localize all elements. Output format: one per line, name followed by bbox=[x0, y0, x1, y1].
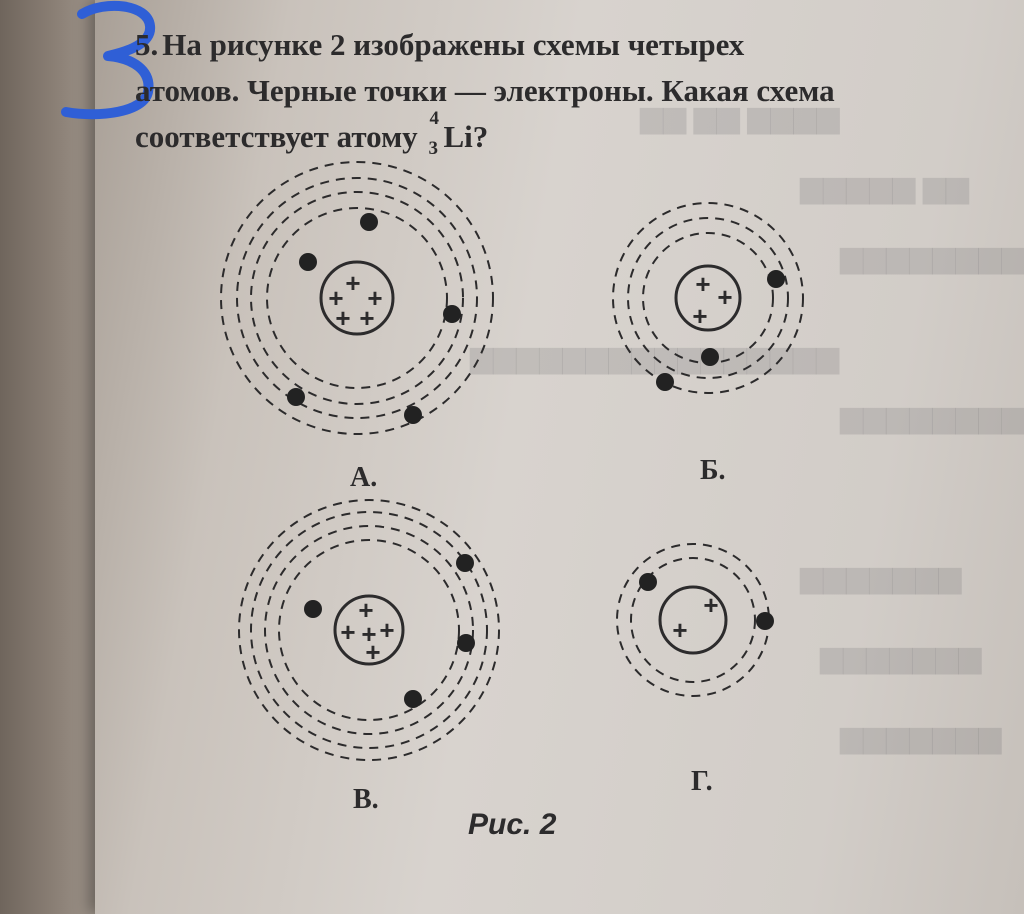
electron bbox=[767, 270, 785, 288]
scheme-a-nucleus bbox=[319, 260, 395, 336]
scheme-label-b: Б. bbox=[700, 455, 726, 486]
proton: + bbox=[692, 301, 707, 331]
scheme-label-g: Г. bbox=[691, 766, 713, 797]
proton: + bbox=[345, 268, 360, 298]
show-through-text: ▆▆▆▆▆▆▆▆ bbox=[840, 241, 1024, 274]
show-through-text: ▆▆▆▆▆▆▆ bbox=[840, 721, 1002, 754]
scheme-b-nucleus bbox=[674, 264, 742, 332]
proton: + bbox=[359, 303, 374, 333]
scheme-v-orbits bbox=[238, 499, 500, 761]
scheme-a-orbits bbox=[220, 161, 494, 435]
electron bbox=[304, 600, 322, 618]
isotope-symbol: Li bbox=[443, 119, 473, 154]
question-line-1: 5.На рисунке 2 изображены схемы четырех bbox=[135, 27, 745, 62]
electron bbox=[701, 348, 719, 366]
electron bbox=[287, 388, 305, 406]
electron bbox=[404, 690, 422, 708]
isotope-mass-number: 4 bbox=[429, 108, 439, 129]
electron bbox=[756, 612, 774, 630]
question-line-2: атомов. Черные точки — электроны. Какая … bbox=[135, 73, 835, 108]
proton: + bbox=[328, 283, 343, 313]
electron bbox=[299, 253, 317, 271]
figure-caption: Рис. 2 bbox=[468, 808, 557, 841]
proton: + bbox=[358, 595, 373, 625]
proton: + bbox=[695, 269, 710, 299]
isotope-charge-number: 3 bbox=[428, 138, 438, 159]
show-through-text: ▆▆▆▆▆▆▆ bbox=[800, 561, 962, 594]
scheme-g-orbits bbox=[616, 543, 770, 697]
electron bbox=[443, 305, 461, 323]
proton: + bbox=[365, 637, 380, 667]
proton: + bbox=[703, 590, 718, 620]
proton: + bbox=[367, 283, 382, 313]
electron bbox=[656, 373, 674, 391]
show-through-text: ▆▆▆▆▆▆▆▆ bbox=[840, 401, 1024, 434]
scheme-label-v: В. bbox=[353, 784, 379, 815]
proton: + bbox=[717, 282, 732, 312]
question-number: 5. bbox=[135, 27, 159, 62]
show-through-text: ▆▆▆▆▆▆▆ bbox=[820, 641, 982, 674]
electron bbox=[404, 406, 422, 424]
electron bbox=[456, 554, 474, 572]
proton: + bbox=[672, 615, 687, 645]
proton: + bbox=[340, 617, 355, 647]
show-through-text: ▆▆▆▆▆ ▆▆ bbox=[800, 171, 969, 204]
handwritten-3-mark bbox=[61, 0, 155, 120]
proton: + bbox=[361, 619, 376, 649]
scheme-v-nucleus bbox=[333, 594, 405, 666]
scheme-label-a: А. bbox=[350, 462, 378, 493]
book-gutter bbox=[0, 0, 110, 914]
scheme-g-nucleus bbox=[658, 585, 728, 655]
proton: + bbox=[379, 615, 394, 645]
book-page bbox=[95, 0, 1024, 914]
electron bbox=[639, 573, 657, 591]
electron bbox=[457, 634, 475, 652]
question-text: 5.На рисунке 2 изображены схемы четырех … bbox=[135, 22, 935, 160]
proton: + bbox=[335, 303, 350, 333]
electron bbox=[360, 213, 378, 231]
show-through-text: ▆▆ ▆▆ ▆▆▆▆ bbox=[640, 101, 840, 134]
